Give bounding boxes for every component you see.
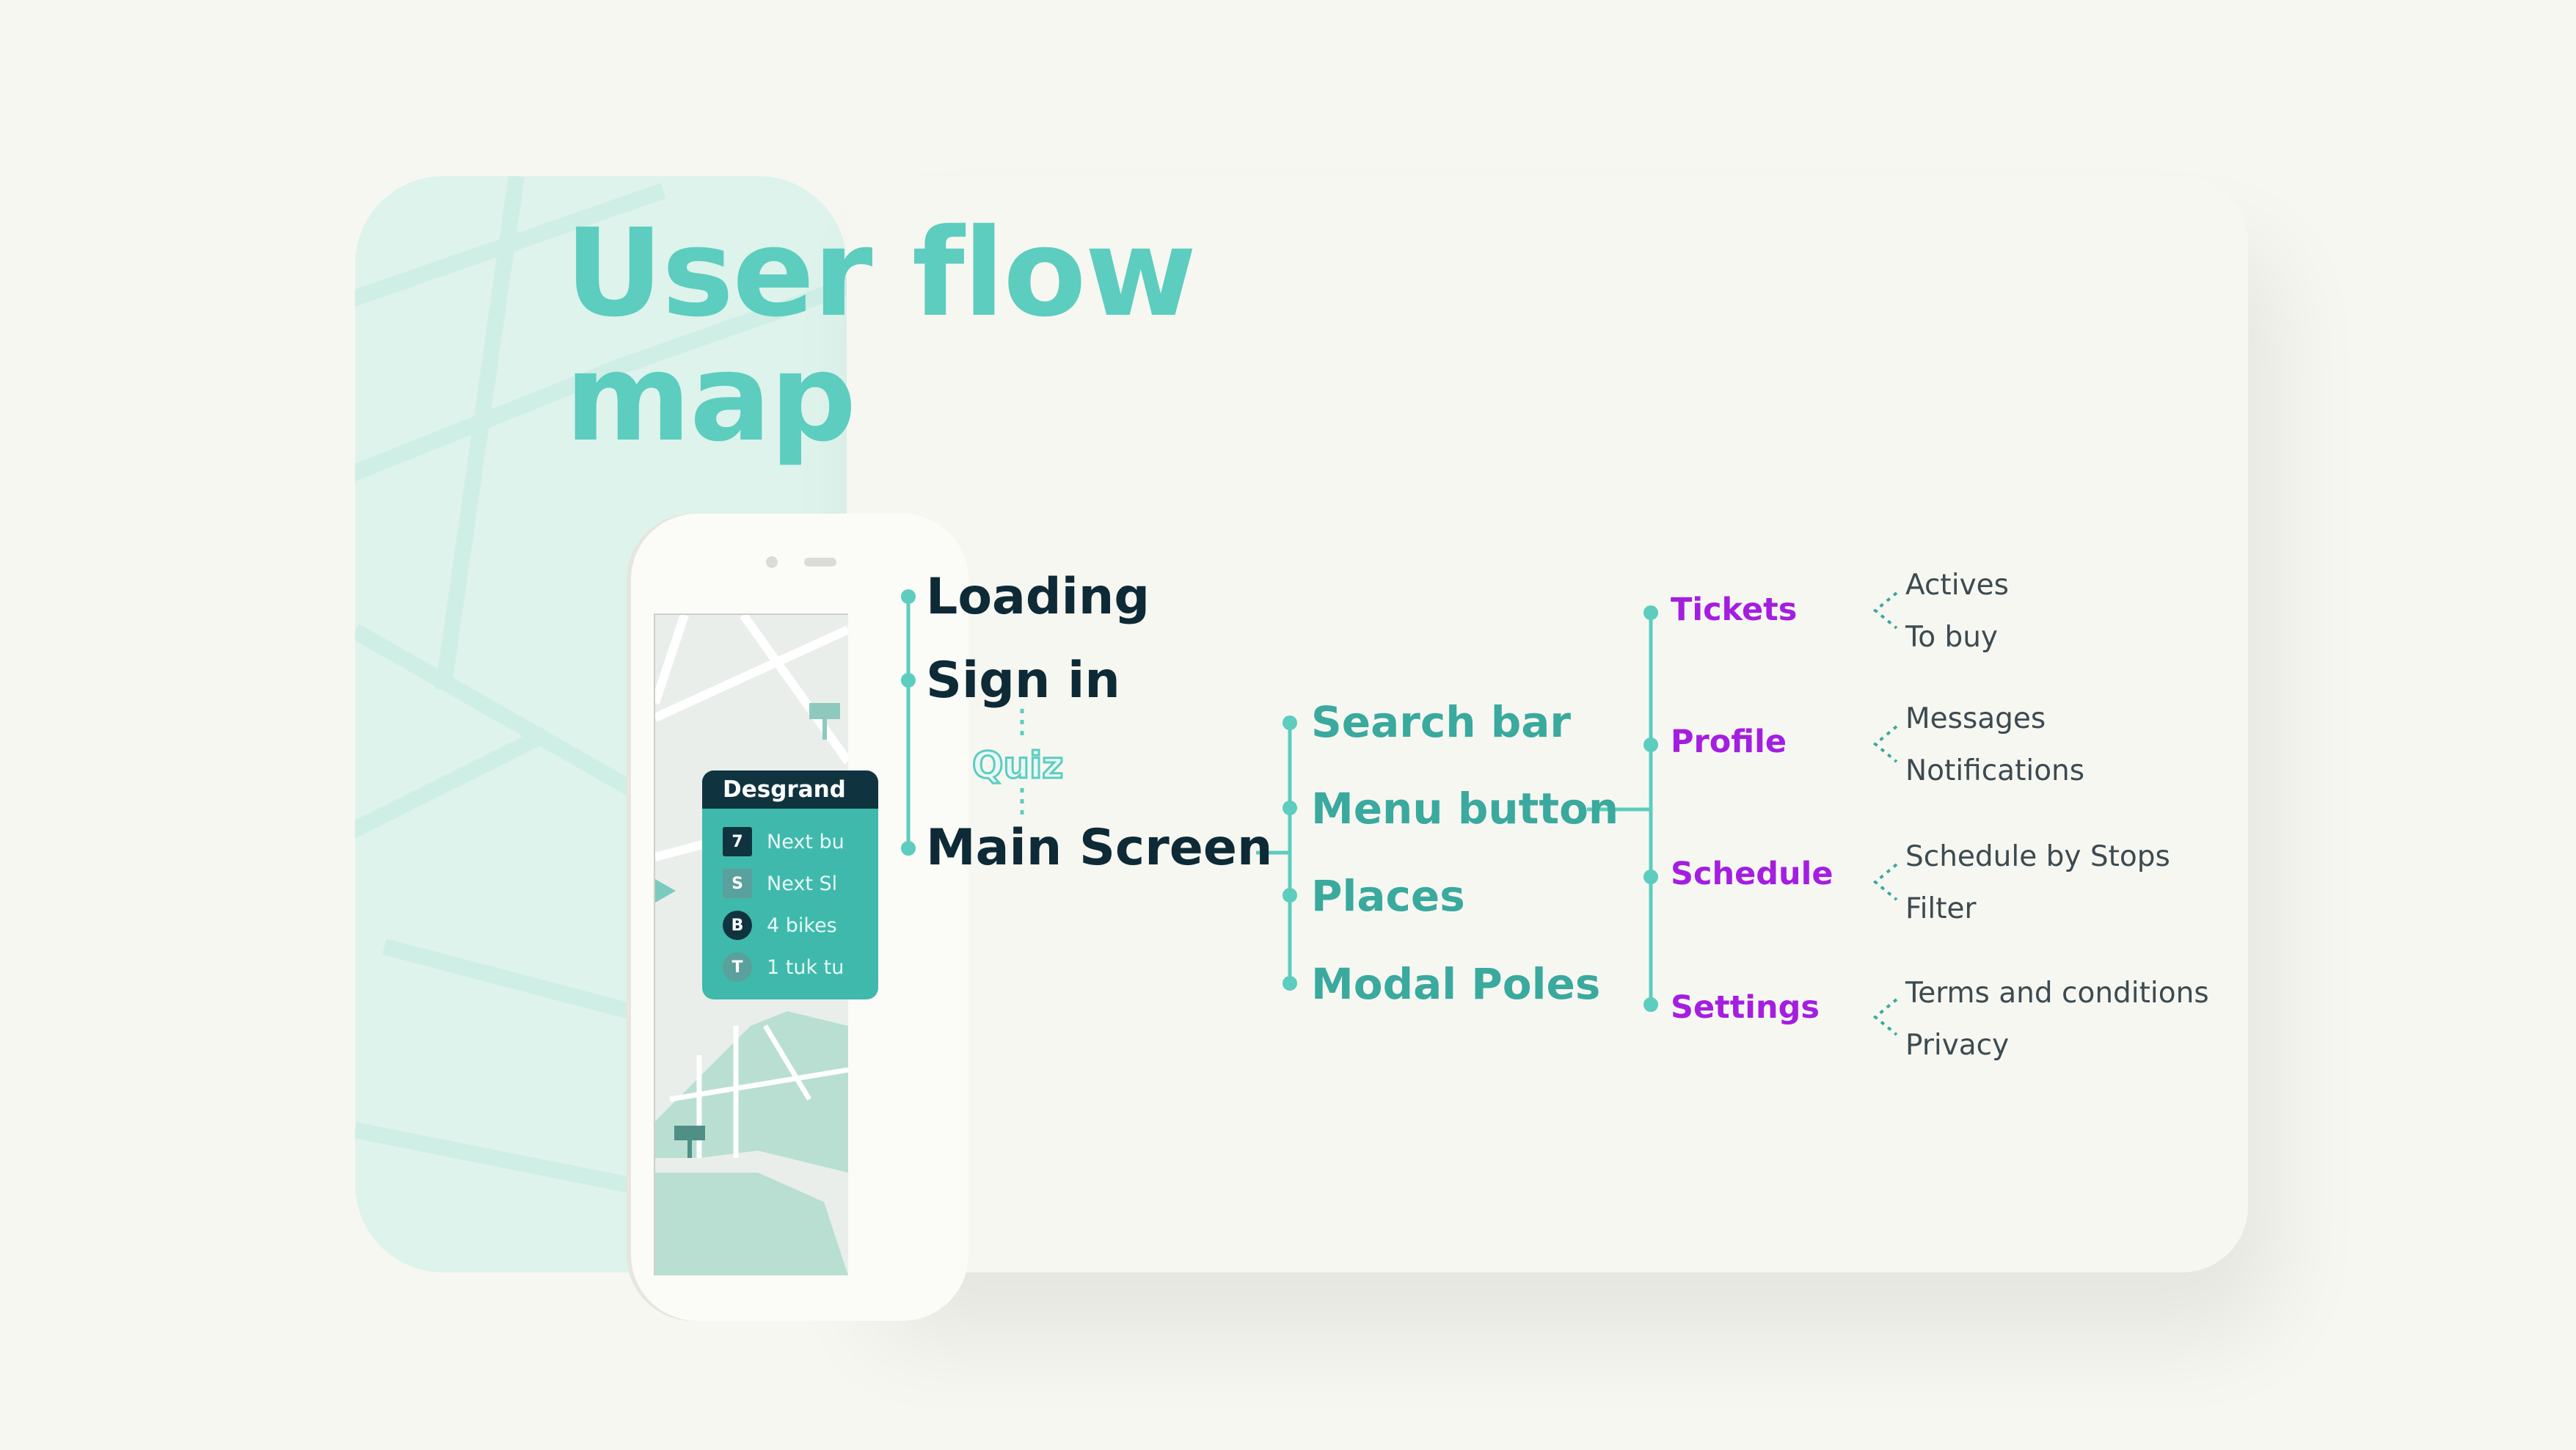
node-profile: Profile bbox=[1671, 724, 1787, 760]
shuttle-badge: S bbox=[723, 869, 752, 898]
card-row-shuttle: S Next Sl bbox=[723, 867, 837, 900]
leaf-privacy: Privacy bbox=[1905, 1029, 2010, 1062]
node-quiz: Quiz bbox=[971, 744, 1064, 787]
leaf-filter: Filter bbox=[1905, 892, 1977, 925]
bus-line-badge: 7 bbox=[723, 827, 752, 856]
node-places: Places bbox=[1311, 871, 1465, 921]
phone-camera bbox=[766, 556, 778, 568]
card-row-text: 1 tuk tu bbox=[767, 955, 844, 979]
node-sign-in: Sign in bbox=[926, 652, 1120, 710]
stop-info-card: Desgrand 7 Next bu S Next Sl B 4 bikes T… bbox=[702, 770, 878, 999]
node-modal-poles: Modal Poles bbox=[1311, 959, 1601, 1009]
card-row-text: Next bu bbox=[767, 830, 844, 853]
node-tickets: Tickets bbox=[1671, 591, 1798, 628]
leaf-terms-and-conditions: Terms and conditions bbox=[1905, 977, 2209, 1010]
node-menu-button: Menu button bbox=[1311, 784, 1619, 834]
node-search-bar: Search bar bbox=[1311, 697, 1571, 747]
bike-badge: B bbox=[723, 911, 752, 940]
leaf-schedule-by-stops: Schedule by Stops bbox=[1905, 840, 2170, 873]
map-background bbox=[355, 176, 847, 1197]
stop-name: Desgrand bbox=[702, 770, 878, 809]
tuktuk-badge: T bbox=[723, 952, 752, 982]
flow-card bbox=[847, 176, 2248, 1272]
page-title-line-1: User flow bbox=[565, 203, 1197, 343]
card-row-tuktuk: T 1 tuk tu bbox=[723, 950, 844, 984]
leaf-notifications: Notifications bbox=[1905, 754, 2085, 787]
leaf-to-buy: To buy bbox=[1905, 621, 1999, 654]
card-row-bikes: B 4 bikes bbox=[723, 908, 837, 942]
page-title-line-2: map bbox=[565, 327, 856, 468]
phone-speaker bbox=[804, 558, 836, 566]
card-row-bus: 7 Next bu bbox=[723, 825, 844, 859]
node-loading: Loading bbox=[926, 568, 1150, 626]
card-row-text: 4 bikes bbox=[767, 914, 837, 937]
node-settings: Settings bbox=[1671, 989, 1820, 1026]
leaf-actives: Actives bbox=[1905, 569, 2009, 602]
leaf-messages: Messages bbox=[1905, 702, 2046, 735]
card-row-text: Next Sl bbox=[767, 872, 838, 895]
node-schedule: Schedule bbox=[1671, 856, 1834, 892]
node-main-screen: Main Screen bbox=[926, 819, 1273, 877]
